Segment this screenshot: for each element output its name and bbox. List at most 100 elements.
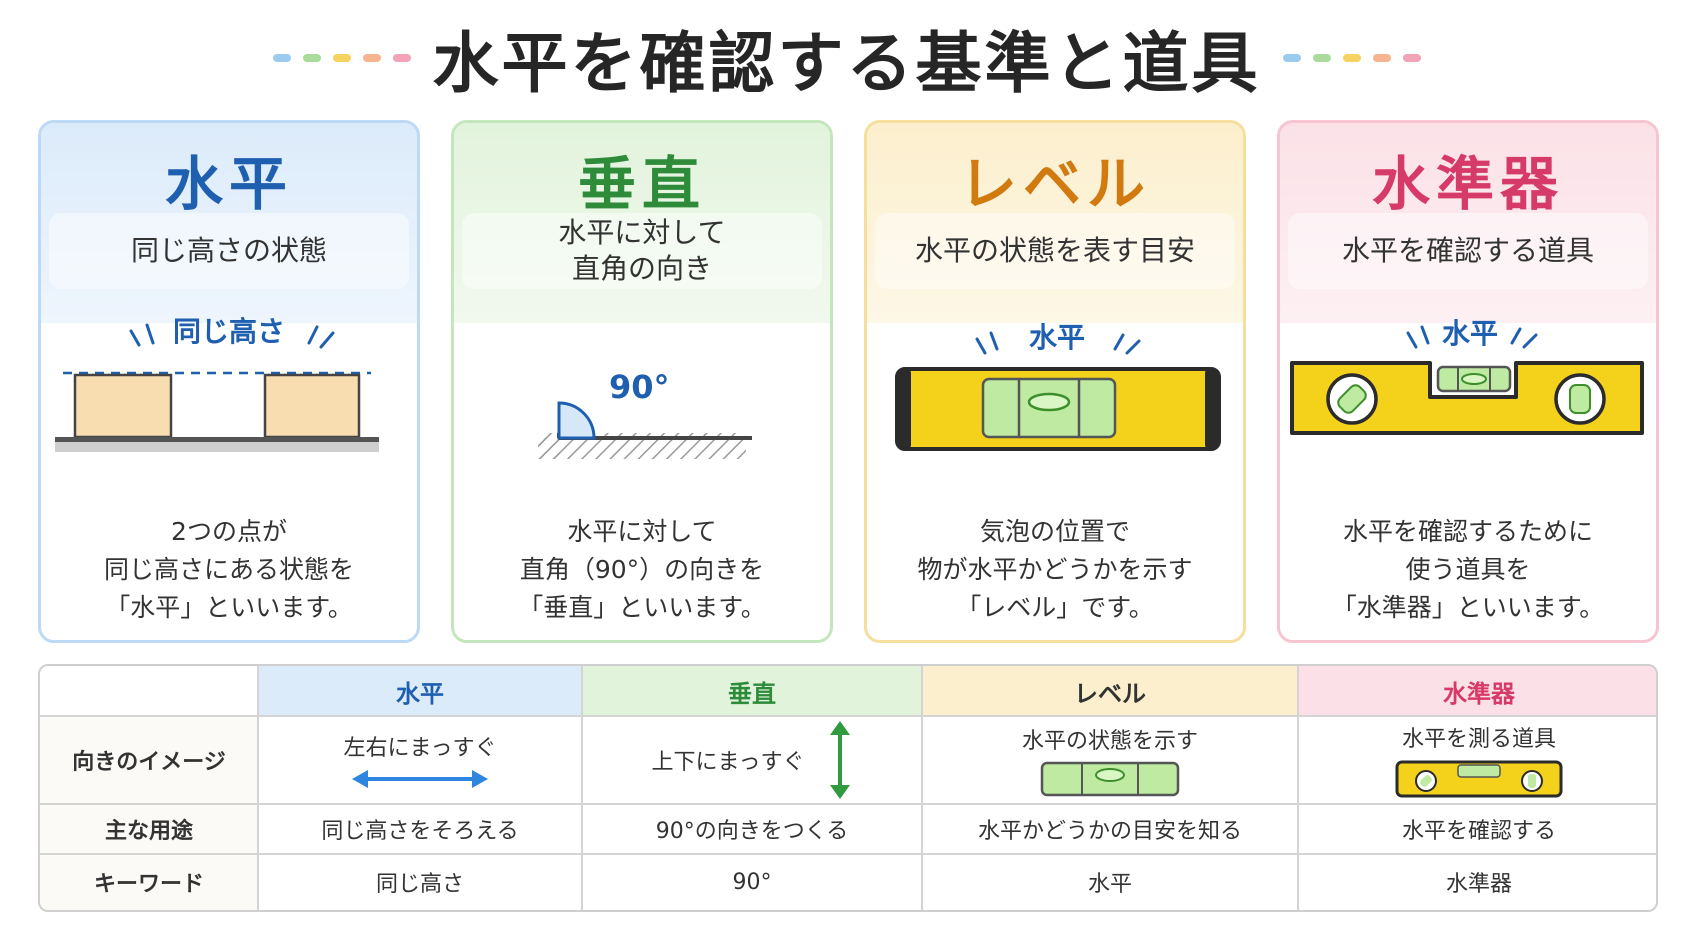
right-angle-arc-icon	[557, 401, 596, 440]
card-suijunki: 水準器 水平を確認する道具 水平 水平を確認するために 使う道具を 「水準器」と…	[1277, 120, 1659, 643]
card-header-bg	[1280, 123, 1656, 323]
table-cell-keyword: 水平	[1087, 872, 1132, 897]
table-divider	[581, 666, 583, 910]
dash	[302, 54, 321, 62]
dash	[332, 54, 351, 62]
table-cell-usage: 同じ高さをそろえる	[321, 819, 519, 844]
table-row-label: 向きのイメージ	[40, 716, 258, 804]
subtitle-line: 水平に対して	[558, 216, 726, 249]
emphasis-marks-icon	[129, 323, 335, 349]
card-title: 水準器	[1371, 150, 1564, 218]
card-description: 気泡の位置で 物が水平かどうかを示す 「レベル」です。	[867, 513, 1243, 627]
subtitle-line: 水平の状態を表す目安	[914, 234, 1195, 267]
card-title: 水平	[164, 150, 293, 218]
dash	[272, 54, 291, 62]
tool-body	[1290, 361, 1644, 435]
desc-line: 「水平」といいます。	[105, 593, 353, 622]
table-row-label: キーワード	[40, 854, 258, 910]
table-header-suijunki: 水準器	[1298, 666, 1656, 716]
bubble-vial-icon	[1040, 761, 1180, 797]
table-header-level: レベル	[922, 666, 1298, 716]
table-cell-usage: 90°の向きをつくる	[655, 819, 849, 844]
subtitle-line: 直角の向き	[571, 252, 712, 285]
right-block	[263, 373, 361, 439]
dash	[1312, 54, 1331, 62]
card-description: 水平を確認するために 使う道具を 「水準器」といいます。	[1280, 513, 1656, 627]
table-corner	[40, 666, 258, 716]
desc-line: 「水準器」といいます。	[1331, 593, 1605, 622]
comparison-table: 水平 垂直 レベル 水準器 向きのイメージ 左右にまっすぐ 上下にまっすぐ 水平…	[38, 664, 1658, 912]
vertical-arrow-icon	[829, 721, 850, 799]
subtitle-line: 同じ高さの状態	[130, 234, 327, 267]
card-subtitle: 水平に対して 直角の向き	[462, 213, 822, 289]
spirit-level-icon	[1395, 760, 1563, 798]
desc-line: 水平を確認するために	[1342, 517, 1593, 546]
card-description: 水平に対して 直角（90°）の向きを 「垂直」といいます。	[454, 513, 830, 627]
tool-label: 水平	[1442, 317, 1498, 350]
emphasis-marks-icon	[1406, 325, 1538, 349]
direction-text: 水平を測る道具	[1401, 727, 1556, 752]
table-divider	[1297, 666, 1299, 910]
same-height-illustration: 同じ高さ	[55, 315, 379, 452]
table-divider	[921, 666, 923, 910]
table-header-suichoku: 垂直	[582, 666, 922, 716]
emphasis-marks-icon	[975, 331, 1141, 355]
dash	[362, 54, 381, 62]
same-height-label: 同じ高さ	[173, 315, 285, 348]
direction-text: 左右にまっすぐ	[343, 736, 497, 761]
dash	[1282, 54, 1301, 62]
right-angle-illustration: 90°	[538, 368, 752, 459]
ground-shadow	[55, 442, 379, 452]
table-divider	[257, 666, 259, 910]
desc-line: 物が水平かどうかを示す	[917, 555, 1193, 584]
table-cell-usage: 水平かどうかの目安を知る	[977, 819, 1242, 844]
card-title: 垂直	[577, 150, 706, 218]
desc-line: 2つの点が	[171, 517, 287, 546]
desc-line: 使う道具を	[1405, 555, 1531, 584]
bubble-icon	[1027, 392, 1071, 412]
left-dash-decoration	[272, 54, 411, 62]
table-cell-usage: 水平を確認する	[1401, 819, 1556, 844]
desc-line: 気泡の位置で	[979, 517, 1130, 546]
table-header-suihei: 水平	[258, 666, 582, 716]
table-cell-keyword: 水準器	[1445, 872, 1512, 897]
table-cell-direction: 左右にまっすぐ	[258, 716, 582, 804]
card-subtitle: 水平の状態を表す目安	[875, 213, 1235, 289]
table-divider	[40, 715, 1656, 717]
table-cell-direction: 上下にまっすぐ	[582, 716, 922, 804]
card-subtitle: 水平を確認する道具	[1288, 213, 1648, 289]
card-title: レベル	[958, 150, 1151, 218]
card-subtitle: 同じ高さの状態	[49, 213, 409, 289]
desc-line: 直角（90°）の向きを	[519, 555, 765, 584]
page-title: 水平を確認する基準と道具	[432, 25, 1261, 102]
card-header-bg	[454, 123, 830, 323]
dash	[1342, 54, 1361, 62]
table-cell-direction: 水平を測る道具	[1298, 716, 1656, 804]
desc-line: 同じ高さにある状態を	[103, 555, 354, 584]
horizontal-arrow-icon	[352, 770, 488, 788]
right-dash-decoration	[1282, 54, 1421, 62]
ground-line	[55, 437, 379, 442]
title-bar: 水平を確認する基準と道具	[0, 8, 1693, 108]
dash	[392, 54, 411, 62]
table-cell-keyword: 90°	[732, 869, 772, 895]
card-suihei: 水平 同じ高さの状態 同じ高さ 2つの点が 同じ高さにある状態を 「水平」といい…	[38, 120, 420, 643]
dash	[1372, 54, 1391, 62]
table-row-label: 主な用途	[40, 804, 258, 854]
left-block	[73, 373, 173, 439]
card-suichoku: 垂直 水平に対して 直角の向き 90° 水平に対して 直角（90°）の向きを 「…	[451, 120, 833, 643]
card-level: レベル 水平の状態を表す目安 水平 気泡の位置で 物が水平かどうかを示す 「レベ…	[864, 120, 1246, 643]
table-divider	[40, 803, 1656, 805]
card-header-bg	[41, 123, 417, 323]
desc-line: 「垂直」といいます。	[518, 593, 766, 622]
level-label: 水平	[1029, 321, 1085, 354]
dash	[1402, 54, 1421, 62]
angle-label: 90°	[609, 368, 670, 406]
table-cell-direction: 水平の状態を示す	[922, 716, 1298, 804]
card-header-bg	[867, 123, 1243, 323]
bubble-level-illustration: 水平	[895, 321, 1221, 451]
table-cell-keyword: 同じ高さ	[375, 872, 464, 897]
desc-line: 「レベル」です。	[956, 593, 1154, 622]
spirit-level-tool-illustration: 水平	[1290, 317, 1644, 435]
desc-line: 水平に対して	[567, 517, 717, 546]
